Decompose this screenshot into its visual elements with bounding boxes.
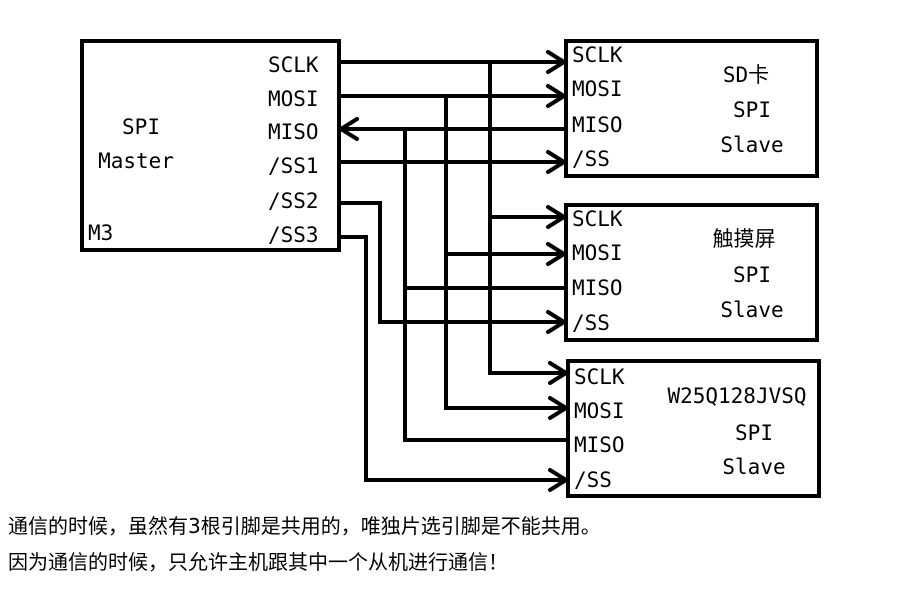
slave-2-pin-mosi: MOSI [572,241,623,265]
slave-3-box [566,359,821,498]
master-pin-mosi: MOSI [268,87,319,111]
explanation-line-1: 通信的时候，虽然有3根引脚是共用的，唯独片选引脚是不能共用。 [8,514,601,538]
slave-2-box [564,203,819,342]
arrow-mosi-3 [548,396,568,420]
slave-1-pin-ss: /SS [572,147,610,171]
slave-1-box [564,39,819,178]
slave-3-proto: SPI [735,421,773,445]
master-pin-ss3: /SS3 [268,223,319,247]
master-subtitle: Master [98,149,174,173]
master-chip-label: M3 [88,221,113,245]
slave-1-proto: SPI [733,98,771,122]
arrow-sclk-1 [546,50,566,74]
slave-1-name: SD卡 [723,63,769,87]
arrow-mosi-2 [546,242,566,266]
slave-2-pin-miso: MISO [572,276,623,300]
wire-ss3 [337,235,570,482]
slave-2-pin-ss: /SS [572,311,610,335]
master-title: SPI [122,115,160,139]
master-box [80,39,341,252]
slave-2-proto: SPI [733,263,771,287]
slave-3-pin-ss: /SS [574,468,612,492]
slave-3-pin-mosi: MOSI [574,399,625,423]
slave-3-name: W25Q128JVSQ [667,384,806,408]
arrow-ss3 [548,468,568,492]
arrow-mosi-1 [546,84,566,108]
explanation-line-2: 因为通信的时候，只允许主机跟其中一个从机进行通信！ [8,550,508,574]
master-pin-ss1: /SS1 [268,154,319,178]
slave-2-role: Slave [720,298,783,322]
slave-1-pin-mosi: MOSI [572,77,623,101]
arrow-sclk-2 [546,205,566,229]
slave-2-pin-sclk: SCLK [572,207,623,231]
slave-3-role: Slave [722,455,785,479]
slave-1-pin-sclk: SCLK [572,43,623,67]
master-pin-miso: MISO [268,120,319,144]
wire-ss2 [337,201,568,324]
slave-3-pin-miso: MISO [574,433,625,457]
arrow-sclk-3 [548,361,568,385]
slave-2-name: 触摸屏 [713,227,776,251]
slave-1-role: Slave [720,133,783,157]
arrow-ss1 [546,150,566,174]
slave-1-pin-miso: MISO [572,113,623,137]
slave-3-pin-sclk: SCLK [574,365,625,389]
master-pin-sclk: SCLK [268,53,319,77]
master-pin-ss2: /SS2 [268,189,319,213]
arrow-miso-master [339,117,359,141]
arrow-ss2 [546,310,566,334]
